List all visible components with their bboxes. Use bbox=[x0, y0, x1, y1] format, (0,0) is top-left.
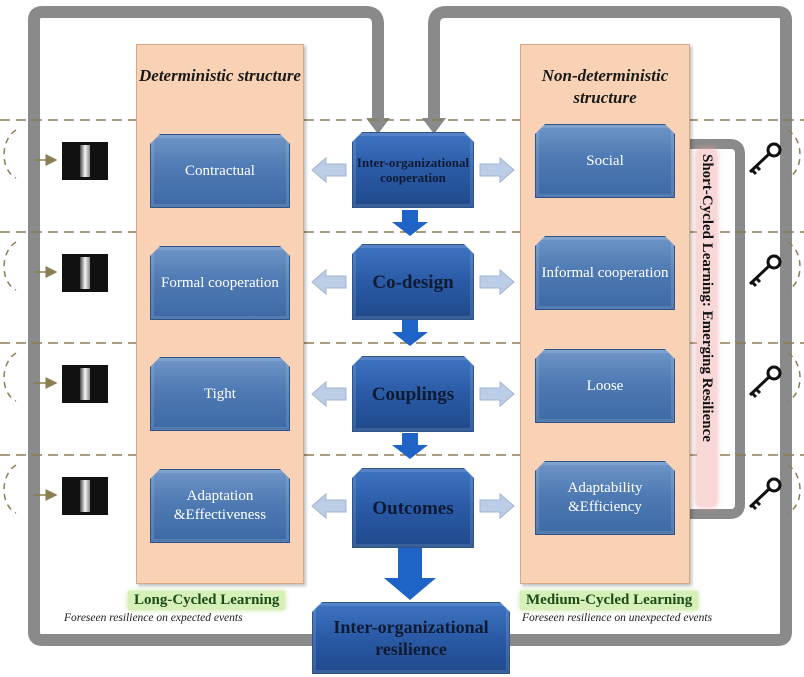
medium-cycled-note: Foreseen resilience on unexpected events bbox=[522, 612, 713, 624]
informal-cooperation-box: Informal cooperation bbox=[535, 236, 675, 310]
short-cycled-learning-label: Short-Cycled Learning: Emerging Resilien… bbox=[697, 150, 716, 506]
social-box: Social bbox=[535, 124, 675, 198]
medium-cycled-learning-label: Medium-Cycled Learning bbox=[520, 591, 699, 610]
long-cycled-note: Foreseen resilience on expected events bbox=[64, 612, 243, 624]
open-door-icon bbox=[62, 365, 108, 403]
outcomes-box: Outcomes bbox=[352, 468, 474, 548]
center-down-arrows bbox=[384, 210, 436, 600]
right-dashed-arcs bbox=[787, 129, 801, 514]
open-door-icon bbox=[62, 254, 108, 292]
long-cycled-learning-label: Long-Cycled Learning bbox=[128, 591, 286, 610]
medium-cycle-arrowhead bbox=[422, 118, 446, 134]
tight-box: Tight bbox=[150, 357, 290, 431]
medium-cycle-loop bbox=[428, 6, 792, 646]
loose-box: Loose bbox=[535, 349, 675, 423]
key-icon bbox=[748, 254, 782, 288]
inter-organizational-cooperation-box: Inter-organizational cooperation bbox=[352, 132, 474, 208]
co-design-box: Co-design bbox=[352, 244, 474, 320]
horizontal-arrows bbox=[311, 156, 515, 520]
contractual-box: Contractual bbox=[150, 134, 290, 208]
open-door-icon bbox=[62, 477, 108, 515]
adaptability-efficiency-box: Adaptability &Efficiency bbox=[535, 461, 675, 535]
deterministic-title: Deterministic structure bbox=[139, 66, 301, 85]
open-door-icon bbox=[62, 142, 108, 180]
door-entry-arrows bbox=[34, 154, 58, 501]
key-icon bbox=[748, 477, 782, 511]
adaptation-effectiveness-box: Adaptation &Effectiveness bbox=[150, 469, 290, 543]
formal-cooperation-box: Formal cooperation bbox=[150, 246, 290, 320]
short-cycle-loop bbox=[672, 139, 745, 519]
couplings-box: Couplings bbox=[352, 356, 474, 432]
key-icon bbox=[748, 365, 782, 399]
key-icon bbox=[748, 142, 782, 176]
left-dashed-arcs bbox=[3, 129, 17, 514]
long-cycle-loop bbox=[28, 6, 384, 646]
non-deterministic-title: Non-deterministic structure bbox=[541, 66, 669, 107]
level-dashed-lines bbox=[0, 119, 804, 456]
inter-organizational-resilience-box: Inter-organizational resilience bbox=[312, 602, 510, 674]
long-cycle-arrowhead bbox=[366, 118, 390, 134]
